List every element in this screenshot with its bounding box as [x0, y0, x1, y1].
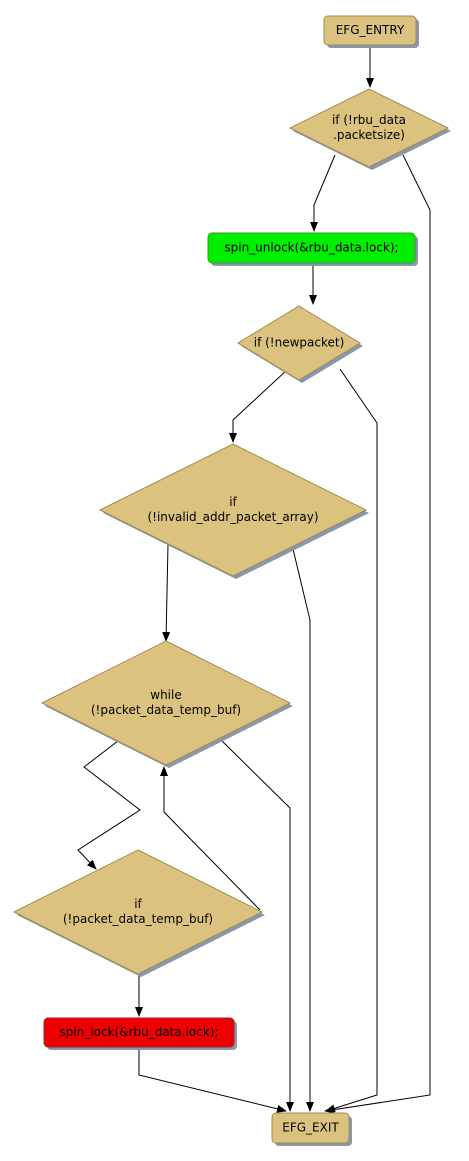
spin-unlock-label: spin_unlock(&rbu_data.lock);: [224, 241, 398, 255]
if-invalid-label: if: [229, 495, 237, 509]
if-invalid-diamond: [98, 443, 368, 577]
node-entry: EFG_ENTRY: [323, 15, 419, 48]
if-buf-diamond: [12, 849, 264, 975]
edge-if-newpacket-to-if-invalid: [229, 368, 289, 443]
if-packetsize-label: if (!rbu_data: [332, 113, 406, 127]
while-buf-label: (!packet_data_temp_buf): [91, 703, 241, 717]
if-buf-label: (!packet_data_temp_buf): [63, 912, 213, 926]
spin-lock-label: spin_lock(&rbu_data.lock);: [59, 1025, 218, 1039]
spin-lock-box: [43, 1017, 235, 1048]
node-if-buf: if(!packet_data_temp_buf): [12, 849, 265, 977]
edge-spin-lock-to-exit: [138, 1048, 287, 1113]
edge-while-buf-to-if-buf: [77, 740, 141, 870]
edge-if-newpacket-to-exit: [325, 368, 378, 1113]
edge-if-buf-to-while-buf: [160, 766, 261, 911]
entry-box: [323, 15, 417, 46]
node-spin-unlock: spin_unlock(&rbu_data.lock);: [207, 232, 418, 266]
edge-if-packetsize-to-exit: [324, 154, 431, 1114]
node-if-invalid: if(!invalid_addr_packet_array): [98, 443, 369, 579]
edge-if-invalid-to-while-buf: [162, 543, 171, 642]
if-newpacket-diamond: [237, 305, 361, 381]
edge-if-packetsize-to-spin-unlock: [310, 154, 336, 232]
if-invalid-label: (!invalid_addr_packet_array): [147, 510, 318, 524]
node-exit: EFG_EXIT: [271, 1112, 352, 1146]
while-buf-label: while: [150, 688, 181, 702]
exit-label: EFG_EXIT: [282, 1121, 339, 1135]
node-if-newpacket: if (!newpacket): [237, 305, 363, 383]
spin-unlock-box: [207, 232, 416, 264]
if-buf-label: if: [134, 897, 142, 911]
edge-while-buf-to-exit: [221, 740, 294, 1112]
while-buf-diamond: [40, 640, 292, 766]
entry-label: EFG_ENTRY: [336, 23, 405, 37]
edge-if-invalid-to-exit: [292, 548, 314, 1112]
if-newpacket-label: if (!newpacket): [254, 336, 345, 350]
node-if-packetsize: if (!rbu_data.packetsize): [288, 88, 451, 170]
node-while-buf: while(!packet_data_temp_buf): [40, 640, 293, 768]
node-spin-lock: spin_lock(&rbu_data.lock);: [43, 1017, 237, 1050]
if-packetsize-diamond: [288, 88, 450, 168]
exit-box: [271, 1112, 350, 1144]
if-packetsize-label: .packetsize): [333, 128, 405, 142]
edges: [77, 46, 431, 1114]
